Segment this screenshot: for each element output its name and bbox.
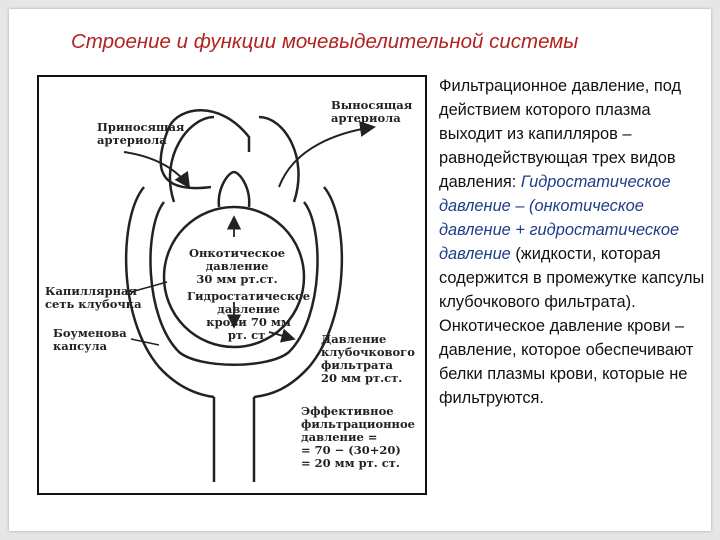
- label-bowman: Боуменова капсула: [53, 326, 127, 353]
- bowman-pointer: [130, 338, 160, 346]
- label-efferent: Выносящая артериола: [331, 98, 413, 125]
- label-capillary-net: Капиллярная сеть клубочка: [45, 284, 142, 311]
- afferent-arrow: [123, 151, 191, 189]
- slide: Строение и функции мочевыделительной сис…: [9, 9, 711, 531]
- glomerulus-circle: [162, 205, 306, 349]
- label-filtrate: Давление клубочкового фильтрата 20 мм рт…: [321, 332, 415, 385]
- body-text-part2: (жидкости, которая содержится в промежут…: [439, 245, 705, 407]
- tubule: [212, 397, 256, 482]
- body-text: Фильтрационное давление, под действием к…: [439, 74, 714, 410]
- body-text-part1: Фильтрационное давление, под действием к…: [439, 77, 682, 191]
- label-afferent: Приносящая артериола: [97, 120, 185, 147]
- glomerulus-diagram: Приносящая артериола Выносящая артериола…: [37, 75, 427, 495]
- label-effective-pressure: Эффективное фильтрационное давление = = …: [301, 404, 415, 470]
- capsule-outer-right: [253, 186, 344, 399]
- afferent-vessel-outline: [159, 109, 251, 190]
- vessel-stem: [217, 170, 251, 208]
- capillary-pointer: [130, 281, 168, 293]
- body-text-italic: Гидростатическое давление – (онкотическо…: [439, 173, 680, 263]
- label-hydrostatic: Гидростатическое давление крови 70 мм рт…: [187, 289, 311, 342]
- label-oncotic: Онкотическое давление 30 мм рт.ст.: [189, 246, 286, 286]
- glomerulus-drawing: [123, 109, 376, 482]
- capsule-outer-left: [124, 186, 215, 399]
- page-title: Строение и функции мочевыделительной сис…: [71, 30, 579, 53]
- capsule-inner-wall: [149, 201, 319, 366]
- efferent-arrow: [278, 121, 376, 188]
